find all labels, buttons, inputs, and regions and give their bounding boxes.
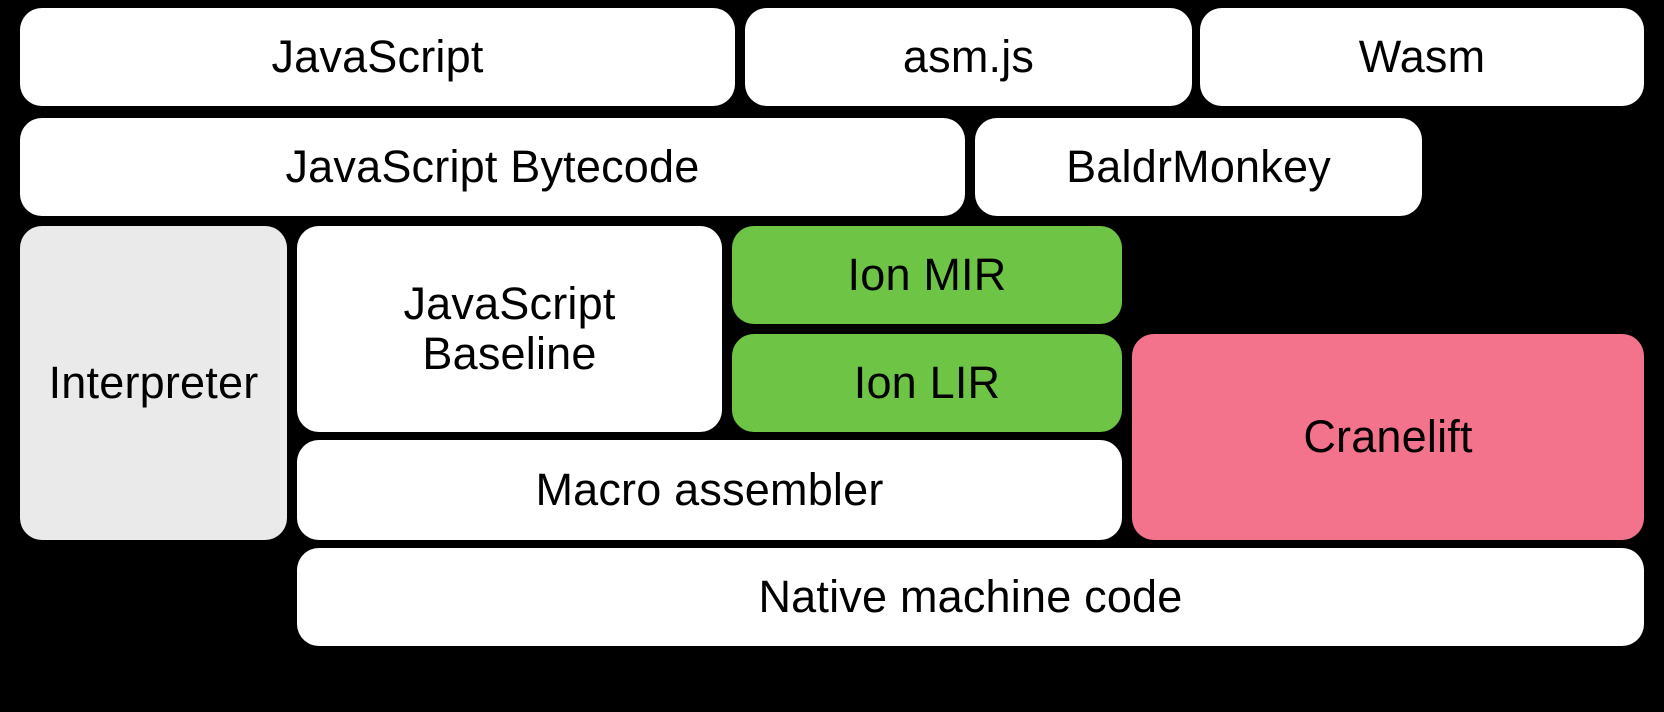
box-interpreter[interactable]: Interpreter	[20, 226, 287, 540]
box-javascript-bytecode[interactable]: JavaScript Bytecode	[20, 118, 965, 216]
box-asm-js[interactable]: asm.js	[745, 8, 1192, 106]
box-macro-assembler[interactable]: Macro assembler	[297, 440, 1122, 540]
box-javascript[interactable]: JavaScript	[20, 8, 735, 106]
box-wasm[interactable]: Wasm	[1200, 8, 1644, 106]
box-cranelift[interactable]: Cranelift	[1132, 334, 1644, 540]
box-native-machine-code[interactable]: Native machine code	[297, 548, 1644, 646]
box-baldrmonkey[interactable]: BaldrMonkey	[975, 118, 1422, 216]
box-javascript-baseline[interactable]: JavaScript Baseline	[297, 226, 722, 432]
box-ion-lir[interactable]: Ion LIR	[732, 334, 1122, 432]
box-ion-mir[interactable]: Ion MIR	[732, 226, 1122, 324]
